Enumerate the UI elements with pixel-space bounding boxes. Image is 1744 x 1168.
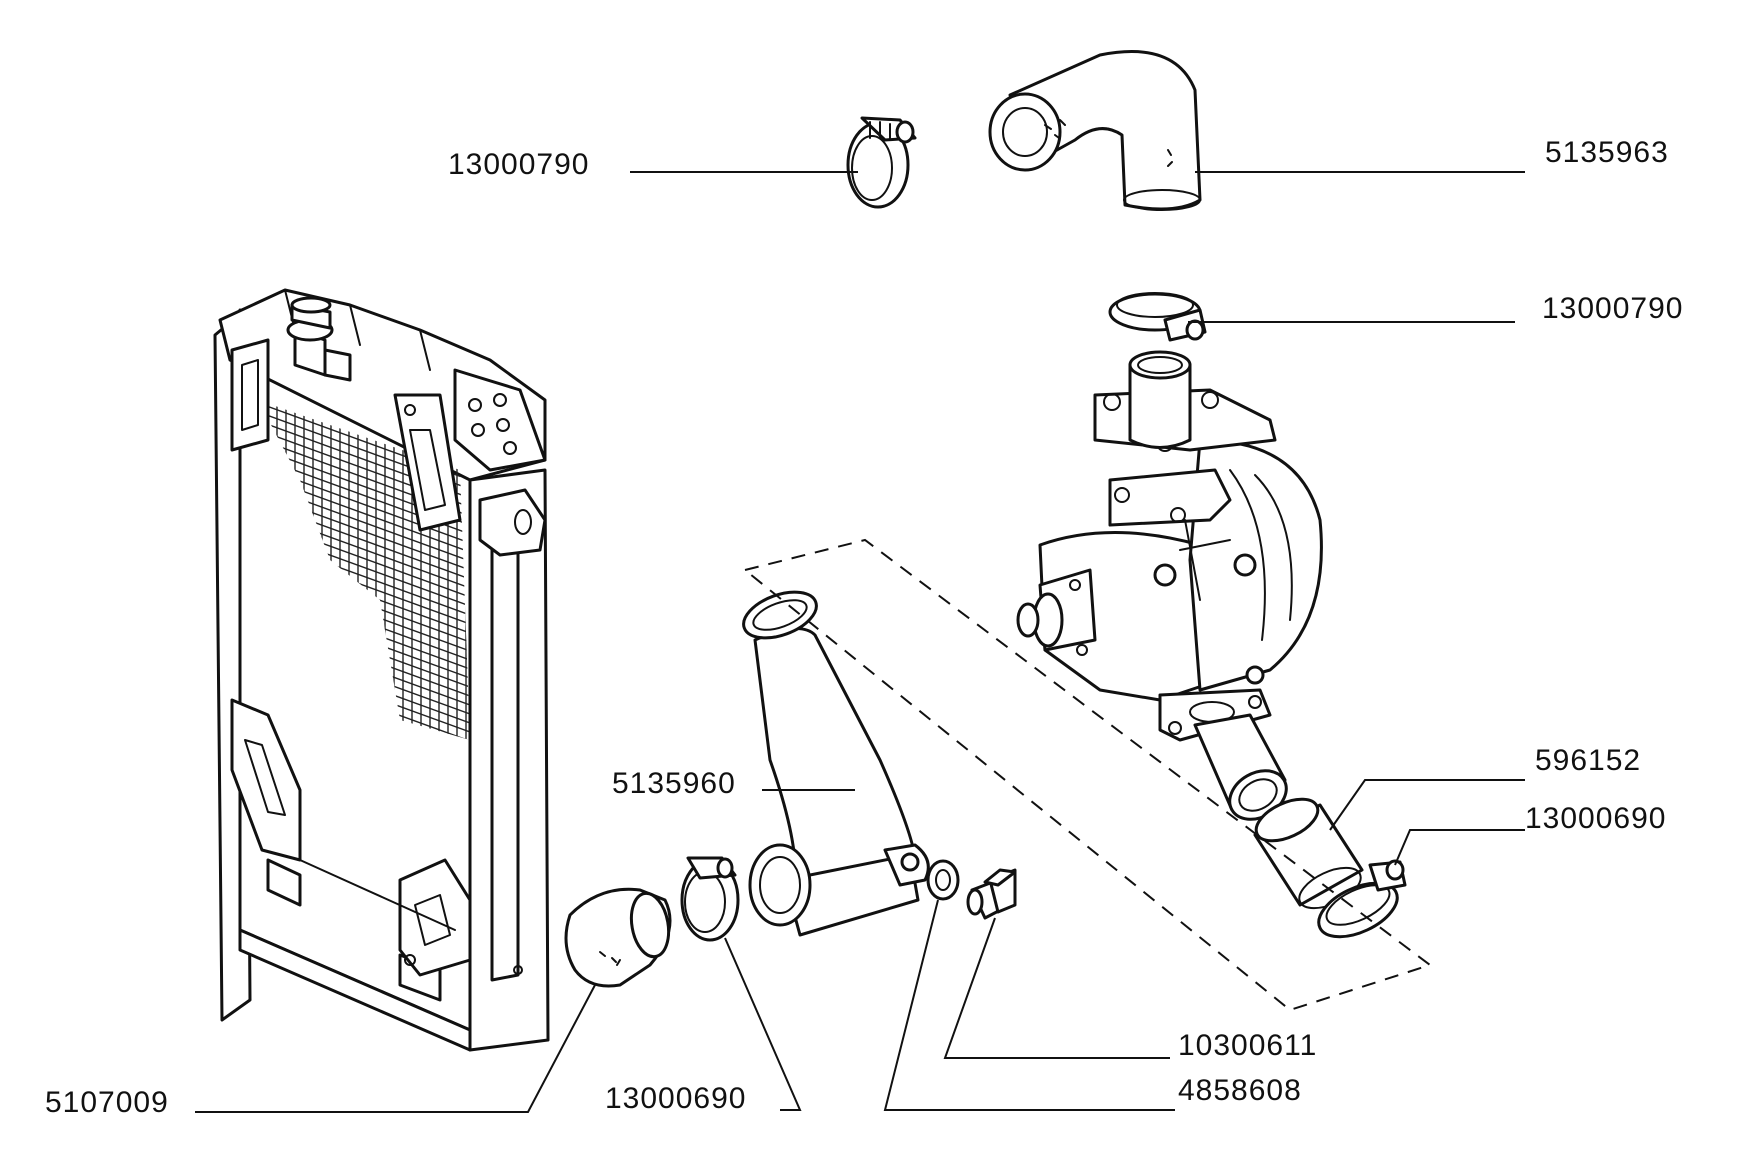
bolt xyxy=(966,868,1017,920)
filler-cap xyxy=(286,296,352,382)
lower-hose xyxy=(742,590,930,937)
washer xyxy=(926,859,960,901)
label-pump-hose: 596152 xyxy=(1535,744,1641,777)
upper-hose xyxy=(988,50,1202,211)
pump-short-hose xyxy=(1253,797,1364,910)
hose-clamp-lower xyxy=(680,856,740,942)
label-washer: 4858608 xyxy=(1178,1074,1302,1107)
hose-clamp-top xyxy=(846,116,917,209)
label-clamp-pump-hose: 13000690 xyxy=(1525,802,1666,835)
label-clamp-lower: 13000690 xyxy=(605,1082,746,1115)
label-lower-hose: 5135960 xyxy=(612,767,736,800)
label-clamp-pump: 13000790 xyxy=(1542,292,1683,325)
radiator xyxy=(213,288,550,1052)
water-pump xyxy=(1016,350,1323,821)
label-clamp-top: 13000790 xyxy=(448,148,589,181)
top-bracket xyxy=(453,368,547,472)
elbow-hose xyxy=(564,887,672,988)
label-elbow-hose: 5107009 xyxy=(45,1086,169,1119)
leader-lines xyxy=(195,171,1525,1113)
assembly-outline xyxy=(742,538,1433,1012)
label-bolt: 10300611 xyxy=(1178,1029,1317,1062)
label-upper-hose: 5135963 xyxy=(1545,136,1669,169)
part-labels: 13000790 5135963 13000790 5135960 596152… xyxy=(45,136,1683,1119)
hose-clamp-pump-hose xyxy=(1317,859,1407,939)
hose-clamp-pump xyxy=(1108,292,1207,342)
